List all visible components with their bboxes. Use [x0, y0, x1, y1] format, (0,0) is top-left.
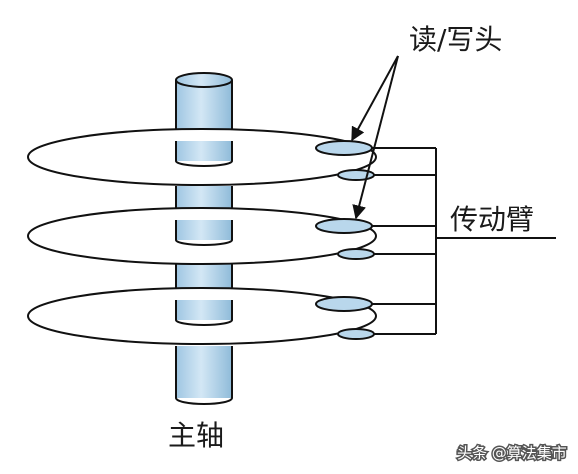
head: [315, 140, 373, 156]
head: [337, 248, 375, 260]
spindle-label: 主轴: [168, 419, 224, 452]
platter-top: [27, 128, 377, 186]
head-pointer-arrows: [351, 55, 399, 220]
spindle-bottom: [175, 397, 233, 405]
spindle-top-cap: [175, 72, 233, 88]
head: [337, 328, 375, 340]
spindle-segment: [176, 346, 232, 398]
arrow-to-head-1: [351, 55, 399, 142]
platter-bottom: [27, 287, 377, 345]
arrow-to-head-2: [352, 55, 399, 220]
head: [315, 296, 373, 312]
head: [315, 218, 373, 234]
platter-middle: [27, 207, 377, 265]
watermark: 头条 @算法集市: [456, 443, 569, 464]
actuator-arm: [372, 147, 556, 335]
arm-label: 传动臂: [450, 203, 534, 236]
watermark-text: 头条 @算法集市: [457, 444, 567, 462]
heads-label: 读/写头: [409, 23, 502, 56]
